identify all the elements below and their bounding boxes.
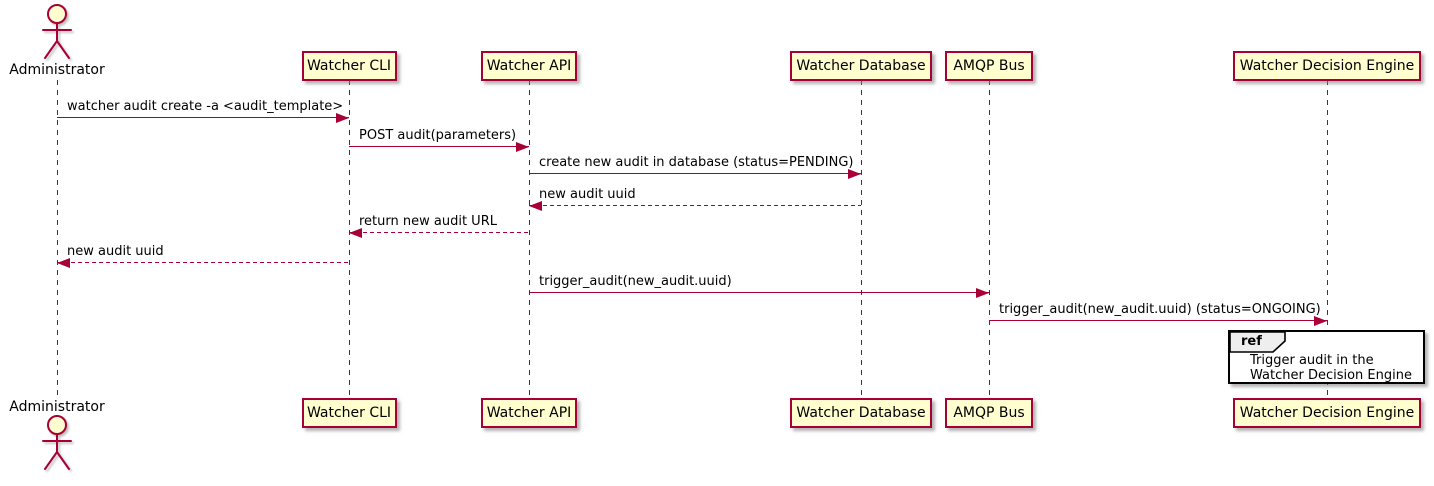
actor-figure-bottom-administrator xyxy=(37,414,77,476)
message-arrowhead-2 xyxy=(848,169,861,179)
lifeline-watcher-cli xyxy=(349,80,350,399)
message-line-2 xyxy=(529,173,861,174)
participant-box-top-watcher-database: Watcher Database xyxy=(790,51,932,81)
message-line-1 xyxy=(349,146,529,147)
lifeline-watcher-database xyxy=(861,80,862,399)
participant-box-bottom-amqp-bus: AMQP Bus xyxy=(945,398,1033,428)
participant-box-top-watcher-api: Watcher API xyxy=(481,51,577,81)
message-arrowhead-4 xyxy=(349,228,362,238)
ref-header-pentagon xyxy=(1229,331,1286,353)
actor-label-top-administrator: Administrator xyxy=(9,62,105,78)
participant-box-bottom-watcher-database: Watcher Database xyxy=(790,398,932,428)
message-label-1: POST audit(parameters) xyxy=(359,128,517,143)
ref-keyword: ref xyxy=(1241,334,1262,349)
participant-box-bottom-watcher-cli: Watcher CLI xyxy=(301,398,397,428)
ref-body-line-1: Watcher Decision Engine xyxy=(1250,368,1412,383)
message-label-5: new audit uuid xyxy=(67,244,164,259)
message-line-5 xyxy=(57,262,349,263)
message-arrowhead-6 xyxy=(976,288,989,298)
message-arrowhead-5 xyxy=(57,258,70,268)
participant-box-top-amqp-bus: AMQP Bus xyxy=(945,51,1033,81)
participant-box-top-watcher-cli: Watcher CLI xyxy=(301,51,397,81)
message-label-4: return new audit URL xyxy=(359,214,497,229)
message-arrowhead-7 xyxy=(1314,316,1327,326)
message-arrowhead-3 xyxy=(529,201,542,211)
message-label-7: trigger_audit(new_audit.uuid) (status=ON… xyxy=(999,302,1321,317)
message-line-0 xyxy=(57,117,349,118)
ref-body-line-0: Trigger audit in the xyxy=(1250,353,1374,368)
participant-box-bottom-watcher-decision-engine: Watcher Decision Engine xyxy=(1233,398,1421,428)
participant-box-bottom-watcher-api: Watcher API xyxy=(481,398,577,428)
lifeline-amqp-bus xyxy=(989,80,990,399)
participant-box-top-watcher-decision-engine: Watcher Decision Engine xyxy=(1233,51,1421,81)
message-line-3 xyxy=(529,205,861,206)
actor-figure-top-administrator xyxy=(37,3,77,65)
message-line-7 xyxy=(989,320,1327,321)
lifeline-watcher-api xyxy=(529,80,530,399)
lifeline-administrator xyxy=(57,80,58,399)
lifeline-watcher-decision-engine xyxy=(1327,80,1328,399)
message-label-2: create new audit in database (status=PEN… xyxy=(539,155,854,170)
message-arrowhead-1 xyxy=(516,142,529,152)
message-arrowhead-0 xyxy=(336,113,349,123)
actor-label-bottom-administrator: Administrator xyxy=(9,399,105,415)
message-label-6: trigger_audit(new_audit.uuid) xyxy=(539,274,732,289)
message-line-4 xyxy=(349,232,529,233)
message-label-3: new audit uuid xyxy=(539,187,636,202)
message-line-6 xyxy=(529,292,989,293)
message-label-0: watcher audit create -a <audit_template> xyxy=(67,99,344,114)
